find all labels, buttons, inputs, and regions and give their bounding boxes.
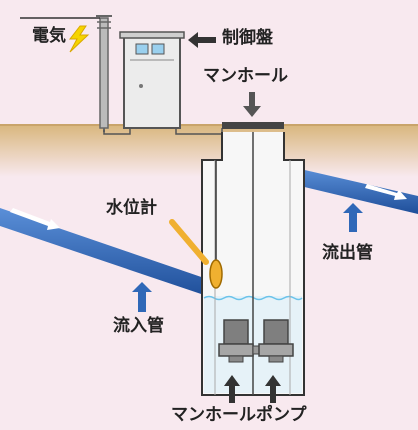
control-panel-arrow-icon [188,32,216,48]
outflow-label-arrow-icon [343,203,363,232]
pump-arrow-left-icon [224,375,240,403]
manhole-lid [222,122,284,129]
water-level-gauge-label: 水位計 [106,198,157,218]
inflow-flow-arrow-icon [10,208,60,230]
manhole-pump-label: マンホールポンプ [171,405,307,425]
control-panel-cabinet [119,31,185,129]
outflow-flow-arrow-icon [365,184,407,200]
manhole-label: マンホール [203,66,288,86]
water-level-gauge [209,160,223,289]
inflow-pipe [0,208,210,297]
water-surface [203,295,303,301]
electricity-label: 電気 [32,26,66,46]
outflow-pipe-label: 流出管 [322,243,373,263]
pump-arrow-right-icon [265,375,281,403]
inflow-label-arrow-icon [132,282,152,312]
gauge-pointer-icon [169,219,209,265]
pump-left [218,319,254,363]
pump-right [258,319,294,363]
inflow-pipe-label: 流入管 [113,316,164,336]
control-panel-label: 制御盤 [222,28,273,48]
outflow-pipe [296,168,418,214]
manhole-arrow-icon [243,92,261,117]
lightning-icon [68,25,90,53]
